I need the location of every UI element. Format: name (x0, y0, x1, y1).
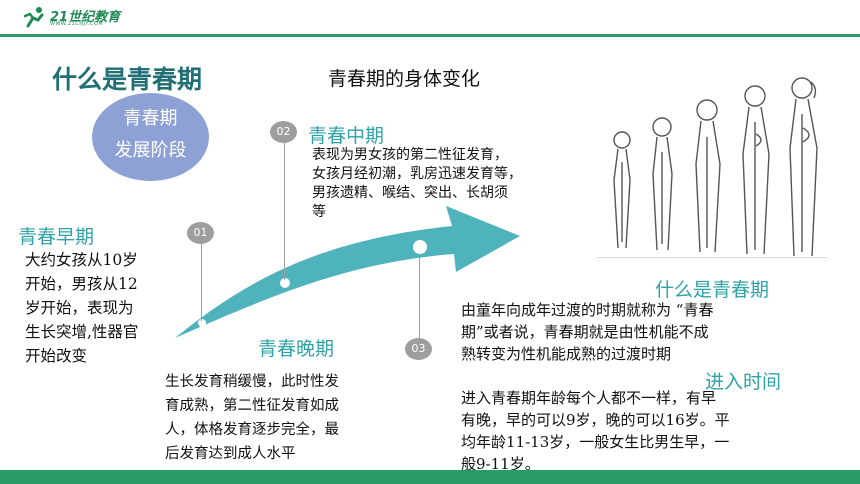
early-line-1: 大约女孩从10岁 (25, 251, 138, 269)
marker-pin-01 (201, 241, 202, 321)
onset-text: 进入青春期年龄每个人都不一样，有早 有晚，早的可以9岁，晚的可以16岁。平 均年… (461, 387, 821, 475)
definition-line-2: 期”或者说，青春期就是由性机能不成 (461, 323, 709, 341)
page-title: 什么是青春期 (52, 65, 203, 94)
middle-line-4: 等 (312, 204, 326, 220)
stage-circle (92, 93, 209, 181)
onset-line-3: 均年龄11-13岁，一般女生比男生早，一 (461, 433, 730, 451)
circle-line-1: 青春期 (123, 108, 178, 129)
arrow-dot-3 (413, 240, 427, 254)
early-line-4: 生长突增,性器官 (25, 323, 139, 341)
early-line-2: 开始，男孩从12 (25, 275, 138, 293)
logo-text: 21世纪教育 (50, 10, 121, 25)
header-bar (0, 0, 860, 34)
arrow-dot-2 (280, 278, 290, 288)
marker-pin-02 (284, 140, 285, 280)
circle-line-2: 发展阶段 (114, 140, 187, 161)
header-divider (0, 34, 860, 37)
stage-label-early: 青春早期 (18, 226, 95, 248)
onset-line-2: 有晚，早的可以9岁，晚的可以16岁。平 (461, 411, 730, 429)
slide-subtitle: 青春期的身体变化 (328, 68, 481, 90)
definition-heading: 什么是青春期 (655, 279, 770, 301)
footer-bar (0, 470, 860, 484)
arrow-dot-1 (198, 319, 206, 327)
middle-line-2: 女孩月经初潮，乳房迅速发育等， (312, 166, 522, 182)
growth-silhouettes-icon (596, 77, 828, 258)
stage-text-early: 大约女孩从10岁 开始，男孩从12 岁开始，表现为 生长突增,性器官 开始改变 (25, 248, 185, 368)
late-line-4: 后发育达到成人水平 (165, 446, 296, 462)
late-line-3: 人，体格发育逐步完全，最 (165, 422, 339, 438)
onset-heading: 进入时间 (705, 371, 782, 393)
late-line-1: 生长发育稍缓慢，此时性发 (165, 374, 339, 390)
early-line-5: 开始改变 (25, 347, 88, 365)
definition-line-3: 熟转变为性机能成熟的过渡时期 (461, 345, 672, 363)
definition-text: 由童年向成年过渡的时期就称为 “青春 期”或者说，青春期就是由性机能不成 熟转变… (461, 299, 821, 365)
onset-line-1: 进入青春期年龄每个人都不一样，有早 (461, 389, 717, 407)
stage-text-middle: 表现为男女孩的第二性征发育， 女孩月经初潮，乳房迅速发育等， 男孩遗精、喉结、突… (312, 146, 597, 222)
marker-02: 02 (270, 121, 297, 143)
growth-arrow-shape (175, 206, 520, 338)
middle-line-3: 男孩遗精、喉结、突出、长胡须 (312, 185, 508, 201)
logo-subtext: WWW.21CNJY.COM (50, 21, 104, 27)
marker-pin-03 (419, 254, 420, 340)
definition-line-1: 由童年向成年过渡的时期就称为 “青春 (461, 301, 714, 319)
middle-line-1: 表现为男女孩的第二性征发育， (312, 147, 508, 163)
runner-logo-icon (23, 7, 44, 28)
onset-line-4: 般9-11岁。 (461, 455, 540, 473)
stage-circle-text: 青春期 发展阶段 (92, 103, 209, 167)
early-line-3: 岁开始，表现为 (25, 299, 134, 317)
stage-text-late: 生长发育稍缓慢，此时性发 育成熟，第二性征发育如成 人，体格发育逐步完全，最 后… (165, 370, 405, 466)
late-line-2: 育成熟，第二性征发育如成 (165, 398, 339, 414)
marker-01: 01 (187, 222, 214, 244)
stage-label-middle: 青春中期 (308, 125, 385, 147)
stage-label-late: 青春晚期 (258, 338, 335, 360)
marker-03: 03 (405, 338, 432, 360)
